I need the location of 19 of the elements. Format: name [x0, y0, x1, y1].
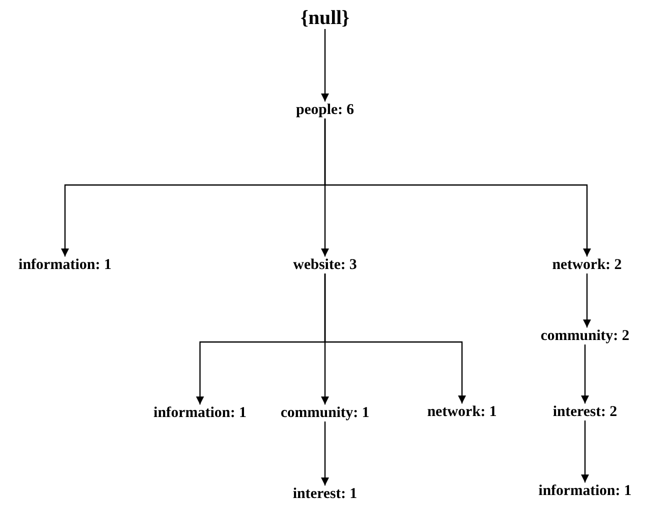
tree-node-label: community: 2 [540, 328, 630, 344]
arrow [324, 274, 466, 404]
tree-node-label: network: 2 [551, 256, 623, 274]
tree-node-label: community: 1 [280, 404, 370, 422]
arrow [321, 29, 329, 102]
tree-node-label: information: 1 [538, 482, 632, 500]
arrow [583, 274, 591, 328]
tree-node-label: interest: 2 [552, 404, 618, 420]
tree-node-label: website: 3 [292, 256, 358, 274]
tree-node-label: people: 6 [295, 102, 355, 118]
tree-node-label: information: 1 [152, 404, 248, 422]
arrow [581, 344, 589, 404]
arrow [324, 118, 591, 256]
tree-node-label: interest: 1 [292, 486, 358, 502]
tree-node-label: information: 1 [18, 256, 112, 274]
arrow [321, 422, 329, 486]
tree-node-label: {null} [299, 7, 351, 29]
arrow [581, 420, 589, 482]
tree-node-label: network: 1 [426, 404, 498, 420]
